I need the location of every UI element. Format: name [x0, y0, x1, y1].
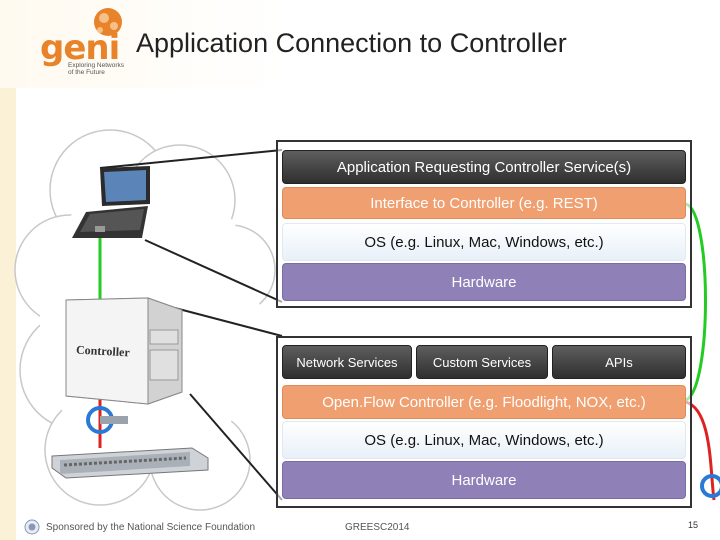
server-label: Controller — [75, 342, 131, 360]
openflow-icon-right — [700, 474, 720, 498]
nsf-seal-icon — [24, 519, 40, 535]
footer-event: GREESC2014 — [345, 522, 410, 533]
green-link-interface — [685, 202, 707, 402]
footer-sponsor: Sponsored by the National Science Founda… — [46, 522, 256, 533]
server-icon — [65, 297, 183, 405]
layer-os-controller: OS (e.g. Linux, Mac, Windows, etc.) — [282, 421, 686, 459]
page-number: 15 — [688, 520, 699, 530]
logo-text: geni — [40, 28, 120, 68]
network-switch-icon — [51, 447, 209, 479]
zoom-line-bottom — [144, 239, 283, 303]
layer-hardware-controller: Hardware — [282, 461, 686, 499]
left-sidebar-strip — [0, 0, 16, 540]
zoom-line-top — [99, 149, 283, 169]
layer-os-app: OS (e.g. Linux, Mac, Windows, etc.) — [282, 223, 686, 261]
zoom-line-server-bottom — [189, 393, 283, 501]
laptop-icon — [72, 166, 150, 238]
openflow-icon — [86, 406, 128, 434]
layer-controller-interface: Interface to Controller (e.g. REST) — [282, 187, 686, 219]
service-network: Network Services — [282, 345, 412, 379]
geni-logo: geni Exploring Networks of the Future — [38, 6, 134, 78]
layer-hardware-app: Hardware — [282, 263, 686, 301]
red-link-controller — [685, 400, 716, 501]
layer-application: Application Requesting Controller Servic… — [282, 150, 686, 184]
logo-tagline: Exploring Networks of the Future — [68, 62, 124, 76]
service-custom: Custom Services — [416, 345, 548, 379]
service-apis: APIs — [552, 345, 686, 379]
zoom-line-server-top — [174, 307, 283, 337]
page-title: Application Connection to Controller — [136, 28, 567, 58]
globe-icon — [94, 8, 122, 36]
title-bar — [0, 0, 720, 88]
layer-openflow-controller: Open.Flow Controller (e.g. Floodlight, N… — [282, 385, 686, 419]
